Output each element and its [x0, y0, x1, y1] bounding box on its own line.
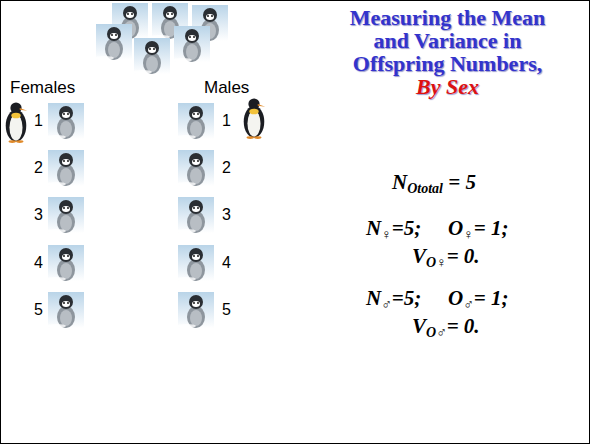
female-chicks [46, 103, 84, 328]
subscript: ♀ [463, 227, 474, 242]
subscript: ♂ [381, 297, 392, 312]
equation: N♀=5; [366, 216, 421, 241]
subscript: O♂ [426, 325, 447, 340]
equation: VO♀= 0. [412, 244, 480, 269]
equation: VO♂= 0. [412, 314, 480, 339]
adult-male-penguin [244, 98, 265, 139]
sex-heading: Males [204, 78, 249, 98]
callout-number: 4 [222, 254, 231, 272]
subscript: Ototal [407, 181, 443, 196]
slide-title: Measuring the Mean and Variance in Offsp… [345, 6, 550, 98]
sex-heading: Females [10, 78, 75, 98]
chick-cluster [94, 3, 228, 74]
subscript: O♀ [426, 255, 447, 270]
equation: O♂= 1; [448, 286, 508, 311]
callout-number: 5 [222, 301, 231, 319]
callout-number: 1 [222, 112, 231, 130]
callout-number: 2 [34, 159, 43, 177]
equation: N♂=5; [366, 286, 421, 311]
equation: NOtotal = 5 [392, 170, 476, 195]
equation: O♀= 1; [448, 216, 508, 241]
male-chicks [176, 103, 214, 328]
subscript: ♂ [463, 297, 474, 312]
callout-number: 1 [34, 112, 43, 130]
callout-number: 4 [34, 254, 43, 272]
title-emphasis: By Sex [416, 74, 479, 99]
callout-number: 3 [222, 206, 231, 224]
callout-number: 2 [222, 159, 231, 177]
adult-female-penguin [6, 102, 27, 143]
subscript: ♀ [381, 227, 392, 242]
callout-number: 5 [34, 301, 43, 319]
callout-number: 3 [34, 206, 43, 224]
